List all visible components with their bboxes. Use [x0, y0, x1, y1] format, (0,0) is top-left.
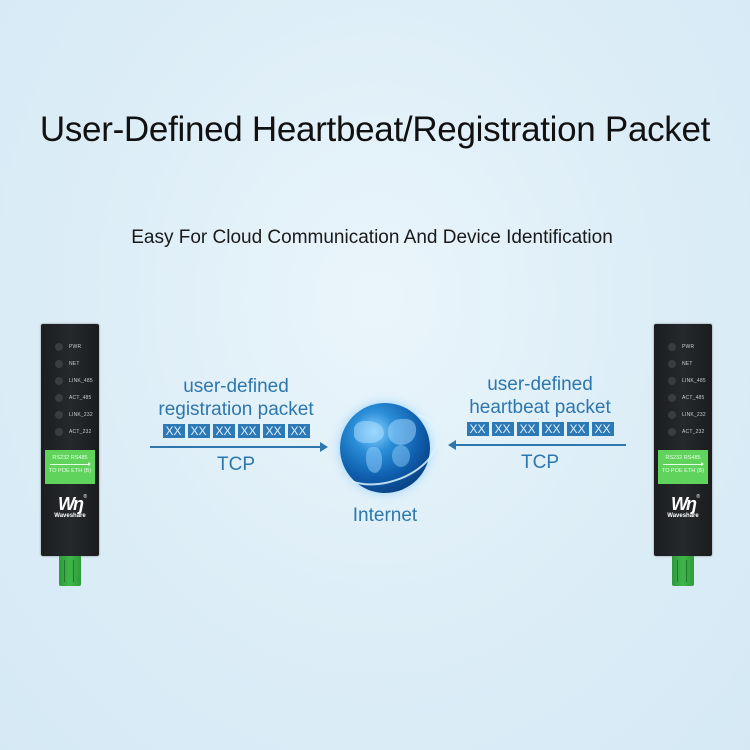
- byte-box: XX: [287, 424, 310, 438]
- packet-bytes: XX XX XX XX XX XX: [146, 424, 326, 438]
- led-icon: [55, 410, 63, 419]
- heartbeat-flow: user-defined heartbeat packet XX XX XX X…: [448, 373, 630, 474]
- led-row: PWR: [654, 338, 712, 355]
- globe-icon: [321, 395, 449, 505]
- led-panel: PWR NET LINK_485 ACT_485 LINK_232 ACT_23…: [41, 338, 99, 440]
- led-row: LINK_485: [41, 372, 99, 389]
- byte-box: XX: [566, 422, 589, 436]
- protocol-label: TCP: [521, 452, 559, 473]
- led-row: NET: [654, 355, 712, 372]
- led-icon: [668, 427, 676, 436]
- led-row: ACT_485: [654, 389, 712, 406]
- arrow-icon: [50, 462, 91, 466]
- device-label: RS232 RS485 TO POE ETH (B): [658, 450, 708, 484]
- packet-bytes: XX XX XX XX XX XX: [450, 422, 630, 436]
- protocol-label: TCP: [217, 454, 255, 475]
- led-icon: [668, 376, 676, 385]
- led-icon: [55, 393, 63, 402]
- terminal-block: [672, 556, 694, 586]
- led-icon: [55, 376, 63, 385]
- device-label: RS232 RS485 TO POE ETH (B): [45, 450, 95, 484]
- byte-box: XX: [516, 422, 539, 436]
- waveshare-logo: Wŋ ® Waveshare: [654, 494, 712, 519]
- led-row: ACT_232: [41, 423, 99, 440]
- internet-label: Internet: [352, 505, 418, 526]
- led-panel: PWR NET LINK_485 ACT_485 LINK_232 ACT_23…: [654, 338, 712, 440]
- led-icon: [668, 359, 676, 368]
- led-icon: [55, 427, 63, 436]
- arrow-left-icon: [448, 440, 626, 450]
- page-subtitle: Easy For Cloud Communication And Device …: [131, 227, 613, 248]
- device-body: [41, 324, 99, 556]
- led-row: LINK_232: [654, 406, 712, 423]
- byte-box: XX: [187, 424, 210, 438]
- led-row: NET: [41, 355, 99, 372]
- waveshare-logo-icon: Wŋ: [671, 494, 697, 514]
- registration-flow: user-defined registration packet XX XX X…: [146, 375, 328, 476]
- byte-box: XX: [466, 422, 489, 436]
- terminal-block: [59, 556, 81, 586]
- byte-box: XX: [262, 424, 285, 438]
- device-body: [654, 324, 712, 556]
- byte-box: XX: [212, 424, 235, 438]
- led-icon: [668, 342, 676, 351]
- led-row: LINK_232: [41, 406, 99, 423]
- orbit-arrow-icon: [321, 397, 449, 499]
- arrow-icon: [663, 462, 704, 466]
- led-row: ACT_232: [654, 423, 712, 440]
- byte-box: XX: [162, 424, 185, 438]
- byte-box: XX: [591, 422, 614, 436]
- waveshare-logo-icon: Wŋ: [58, 494, 84, 514]
- led-row: PWR: [41, 338, 99, 355]
- byte-box: XX: [491, 422, 514, 436]
- led-row: ACT_485: [41, 389, 99, 406]
- waveshare-logo: Wŋ ® Waveshare: [41, 494, 99, 519]
- led-row: LINK_485: [654, 372, 712, 389]
- led-icon: [55, 359, 63, 368]
- byte-box: XX: [541, 422, 564, 436]
- arrow-right-icon: [150, 442, 328, 452]
- led-icon: [668, 393, 676, 402]
- page-title: User-Defined Heartbeat/Registration Pack…: [39, 110, 711, 149]
- byte-box: XX: [237, 424, 260, 438]
- led-icon: [668, 410, 676, 419]
- led-icon: [55, 342, 63, 351]
